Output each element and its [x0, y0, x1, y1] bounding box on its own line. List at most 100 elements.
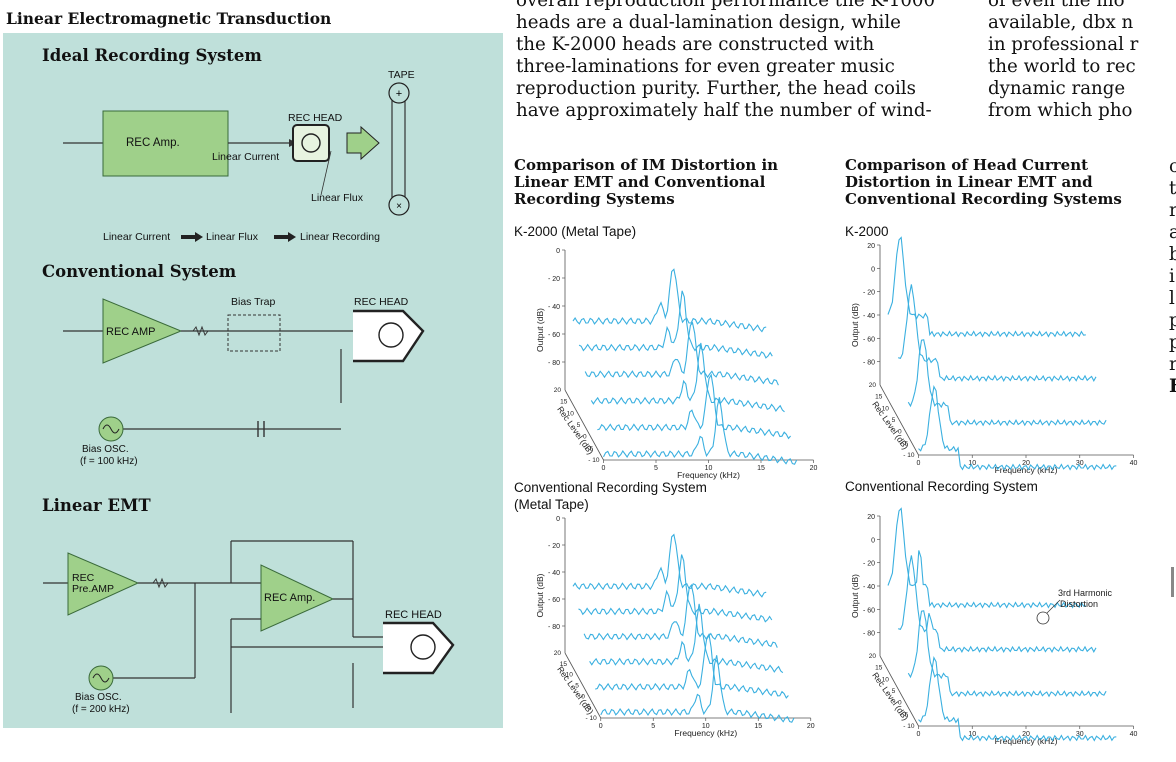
series-trace [600, 655, 795, 723]
linear-flux-label: Linear Flux [311, 192, 363, 204]
section-title: Linear Electromagnetic Transduction [6, 9, 332, 28]
chain-flux: Linear Flux [206, 231, 258, 243]
conv-rec-head-label: REC HEAD [354, 296, 409, 308]
x-tick-label: 5 [651, 723, 655, 730]
z-tick-label: 15 [875, 665, 883, 672]
x-tick-label: 20 [810, 465, 818, 472]
title-line: Linear EMT and Conventional [514, 173, 766, 191]
hc-chart-title: Comparison of Head Current Distortion in… [845, 157, 1122, 208]
series-trace [578, 554, 773, 623]
z-tick-label: - 5 [900, 711, 908, 718]
z-tick-label: - 10 [903, 452, 915, 459]
y-tick-label: 20 [867, 243, 875, 250]
z-axis [564, 389, 604, 461]
svg-text:+: + [396, 88, 402, 100]
z-tick-label: 0 [898, 700, 902, 707]
z-tick-label: 5 [892, 417, 896, 424]
y-tick-label: 0 [871, 537, 875, 544]
rec-amp-triangle [102, 298, 183, 364]
circuit-diagrams: + × [43, 82, 455, 713]
series-trace [583, 583, 778, 648]
harmonic-marker [1036, 611, 1050, 625]
ideal-diagram: + × [63, 82, 410, 242]
y-tick-label: - 80 [548, 624, 560, 631]
x-tick-label: 20 [1022, 460, 1030, 467]
chain-recording: Linear Recording [300, 231, 380, 243]
emt-rec-amp-label: REC Amp. [264, 592, 316, 604]
series-trace [918, 656, 1117, 742]
z-axis [879, 655, 919, 727]
series-trace [898, 555, 1097, 653]
im-bottom-subtitle: Conventional Recording System (Metal Tap… [514, 479, 707, 513]
y-tick-label: - 40 [863, 313, 875, 320]
y-tick-label: 0 [871, 266, 875, 273]
rec-head-icon [383, 621, 455, 675]
z-tick-label: 5 [575, 683, 579, 690]
body-line: c [1169, 156, 1176, 177]
body-line: from which pho [988, 100, 1133, 121]
emt-rec-head-label: REC HEAD [385, 609, 442, 621]
series-trace [603, 397, 798, 465]
series-trace [907, 339, 1107, 427]
title-line: Conventional Recording Systems [845, 190, 1122, 208]
emt-title: Linear EMT [42, 496, 151, 515]
body-line: heads are a dual-lamination design, whil… [516, 12, 901, 33]
y-tick-label: - 20 [548, 276, 560, 283]
y-axis-label: Output (dB) [850, 303, 860, 347]
z-tick-label: 0 [581, 693, 585, 700]
body-line: p [1169, 310, 1176, 331]
rec-head-icon [353, 309, 425, 363]
body-column-3: c t r a b i l p p r F [1169, 156, 1176, 398]
pre-amp-label-1: REC [72, 572, 95, 584]
z-tick-label: - 5 [583, 704, 591, 711]
tape-label: TAPE [388, 69, 415, 81]
body-line: r [1169, 200, 1176, 221]
y-tick-label: - 40 [863, 584, 875, 591]
z-tick-label: 5 [577, 422, 581, 429]
series-trace [887, 236, 1086, 338]
z-tick-label: 15 [560, 399, 568, 406]
body-line: the K-2000 heads are constructed with [516, 34, 875, 55]
body-line: p [1169, 332, 1176, 353]
z-tick-label: 0 [583, 434, 587, 441]
rec-amp-triangle [260, 564, 335, 632]
x-tick-label: 10 [702, 723, 710, 730]
bias-trap-box [227, 314, 281, 352]
tape-reel-bottom [388, 194, 410, 216]
series-trace [589, 603, 784, 674]
body-line: available, dbx n [988, 12, 1134, 33]
y-tick-label: - 80 [863, 360, 875, 367]
y-axis-label: Output (dB) [535, 308, 545, 352]
x-axis-label: Frequency (kHz) [995, 736, 1058, 746]
z-tick-label: 20 [869, 653, 877, 660]
annotation-leader [1046, 599, 1061, 614]
series-trace [918, 385, 1117, 471]
x-tick-label: 20 [807, 723, 815, 730]
subtitle-line: (Metal Tape) [514, 497, 589, 512]
body-column-2: of even the mo available, dbx n in profe… [988, 0, 1176, 122]
z-axis-label: Rec Level (dB) [555, 404, 596, 456]
y-axis-label: Output (dB) [535, 573, 545, 617]
series-trace [898, 284, 1097, 382]
z-axis-label: Rec Level (dB) [870, 399, 911, 451]
z-tick-label: 0 [898, 429, 902, 436]
z-axis [879, 384, 919, 456]
z-tick-label: - 10 [588, 457, 600, 464]
linear-current-label: Linear Current [212, 151, 280, 163]
x-tick-label: 10 [968, 731, 976, 738]
ideal-rec-head-label: REC HEAD [288, 112, 343, 124]
y-tick-label: - 60 [863, 336, 875, 343]
x-tick-label: 0 [599, 723, 603, 730]
y-tick-label: - 60 [548, 332, 560, 339]
conv-rec-amp-label: REC AMP [106, 326, 156, 338]
rec-amp-block [102, 110, 229, 177]
y-tick-label: - 60 [548, 597, 560, 604]
x-tick-label: 40 [1130, 460, 1138, 467]
svg-text:×: × [396, 201, 402, 212]
body-line: b [1169, 244, 1176, 265]
body-column-1: overall reproduction performance the K-1… [516, 0, 935, 122]
y-tick-label: 0 [556, 516, 560, 523]
im-chart-title: Comparison of IM Distortion in Linear EM… [514, 157, 778, 208]
x-tick-label: 10 [705, 465, 713, 472]
